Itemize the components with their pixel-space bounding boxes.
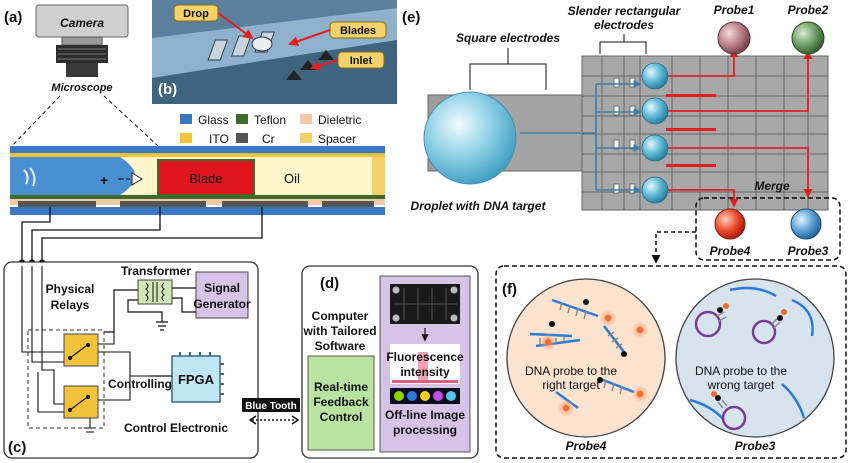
legend-dielectric: Dieletric bbox=[318, 113, 361, 127]
merge-label: Merge bbox=[754, 179, 790, 193]
label-e: (e) bbox=[402, 9, 420, 26]
physical-relays-line2: Relays bbox=[51, 298, 90, 312]
control-electronic-label: Control Electronic bbox=[124, 421, 228, 435]
signal-generator-line2: Generator bbox=[193, 297, 251, 311]
label-f: (f) bbox=[502, 281, 517, 298]
legend-teflon: Teflon bbox=[254, 113, 286, 127]
droplet-caption: Droplet with DNA target bbox=[411, 199, 547, 213]
feedback-line2: Feedback bbox=[313, 395, 369, 409]
droplet-motion-arrow bbox=[118, 172, 143, 186]
offline-line2: processing bbox=[393, 423, 457, 437]
fluorescence-line2: intensity bbox=[400, 365, 450, 379]
computer-line3: Software bbox=[315, 339, 366, 353]
split-paths bbox=[520, 80, 642, 194]
merge-outline bbox=[695, 197, 841, 261]
left-caption: Probe4 bbox=[566, 439, 607, 453]
panel-f: (f) DNA probe to the right target Probe4 bbox=[495, 265, 847, 459]
label-d: (d) bbox=[320, 275, 339, 292]
left-annotation-line1: DNA probe to the bbox=[525, 364, 617, 378]
blade-label: Blade bbox=[189, 171, 222, 186]
signal-generator-line1: Signal bbox=[204, 281, 240, 295]
probe3-droplet bbox=[790, 208, 822, 240]
panel-b-photo: (b) Drop Blades Inlet bbox=[152, 0, 397, 104]
probe1-label: Probe1 bbox=[714, 3, 755, 17]
probe3-label: Probe3 bbox=[788, 244, 829, 258]
oil-label: Oil bbox=[284, 171, 300, 186]
slender-electrodes-line2: electrodes bbox=[594, 18, 654, 32]
right-target-circle bbox=[675, 278, 835, 438]
microscope-label: Microscope bbox=[51, 82, 112, 94]
bluetooth-label: Blue Tooth bbox=[245, 401, 296, 412]
electrode-wires bbox=[21, 207, 263, 262]
fluorescence-glows bbox=[539, 309, 649, 417]
fpga-chip: FPGA bbox=[171, 352, 224, 403]
hairpin-probes bbox=[694, 310, 777, 431]
feedback-line1: Real-time bbox=[314, 380, 368, 394]
transformer-label: Transformer bbox=[121, 264, 191, 278]
fluorescence-line1: Fluorescence bbox=[386, 350, 464, 364]
right-annotation-line1: DNA probe to the bbox=[695, 364, 787, 378]
panel-c: (c) Physical Relays Transformer Signal G… bbox=[3, 261, 259, 459]
layer-legend: Glass Teflon Dieletric ITO Cr Spacer bbox=[180, 113, 361, 146]
right-caption: Probe3 bbox=[735, 439, 776, 453]
view-cone bbox=[11, 95, 159, 147]
legend-glass: Glass bbox=[198, 113, 229, 127]
label-a: (a) bbox=[4, 9, 22, 26]
drop-label: Drop bbox=[183, 8, 209, 20]
chip-photo bbox=[390, 284, 460, 324]
small-droplets bbox=[641, 62, 669, 204]
large-dna-droplet bbox=[423, 91, 517, 185]
slender-electrodes-line1: Slender rectangular bbox=[568, 4, 682, 18]
routing-arrows bbox=[668, 48, 813, 208]
inlet-label: Inlet bbox=[350, 55, 373, 67]
bluetooth-link: Blue Tooth bbox=[242, 398, 300, 425]
probe4-droplet bbox=[714, 208, 746, 240]
left-target-circle bbox=[506, 278, 666, 438]
blades-label: Blades bbox=[340, 25, 376, 37]
panel-d: (d) Computer with Tailored Software Real… bbox=[301, 265, 479, 459]
plus-sign: + bbox=[100, 172, 108, 188]
legend-spacer: Spacer bbox=[318, 132, 356, 146]
transformer-icon bbox=[137, 279, 173, 305]
probe2-droplet bbox=[791, 21, 825, 55]
blade-block bbox=[157, 159, 255, 196]
feedback-line3: Control bbox=[320, 410, 363, 424]
offline-line1: Off-line Image bbox=[385, 408, 465, 422]
probe1-droplet bbox=[717, 21, 751, 55]
square-electrodes-label: Square electrodes bbox=[456, 31, 560, 45]
computer-line1: Computer bbox=[312, 309, 369, 323]
panel-e: (e) Square electrodes bbox=[402, 3, 841, 264]
feedback-box bbox=[307, 355, 375, 451]
electrode-grid bbox=[581, 55, 829, 211]
legend-cr: Cr bbox=[262, 132, 275, 146]
probe2-label: Probe2 bbox=[788, 3, 829, 17]
right-annotation-line2: wrong target bbox=[707, 378, 775, 392]
relay-group-outline bbox=[27, 329, 105, 429]
device-cross-section: + Blade Oil bbox=[10, 146, 385, 215]
legend-ito: ITO bbox=[209, 132, 229, 146]
label-b: (b) bbox=[158, 81, 177, 98]
microscopy-thumbnails bbox=[390, 388, 460, 404]
signal-generator-box bbox=[195, 271, 249, 319]
probe4-label: Probe4 bbox=[710, 244, 751, 258]
physical-relays-line1: Physical bbox=[46, 282, 95, 296]
label-c: (c) bbox=[8, 439, 26, 456]
left-annotation-line2: right target bbox=[542, 378, 600, 392]
camera-icon: Camera bbox=[35, 4, 129, 46]
red-electrode-bars bbox=[666, 94, 716, 167]
computer-line2: with Tailored bbox=[302, 324, 376, 338]
camera-label: Camera bbox=[60, 16, 104, 30]
fpga-label: FPGA bbox=[178, 372, 215, 387]
controlling-label: Controlling bbox=[108, 377, 172, 391]
microscope-icon: Microscope bbox=[51, 45, 113, 94]
